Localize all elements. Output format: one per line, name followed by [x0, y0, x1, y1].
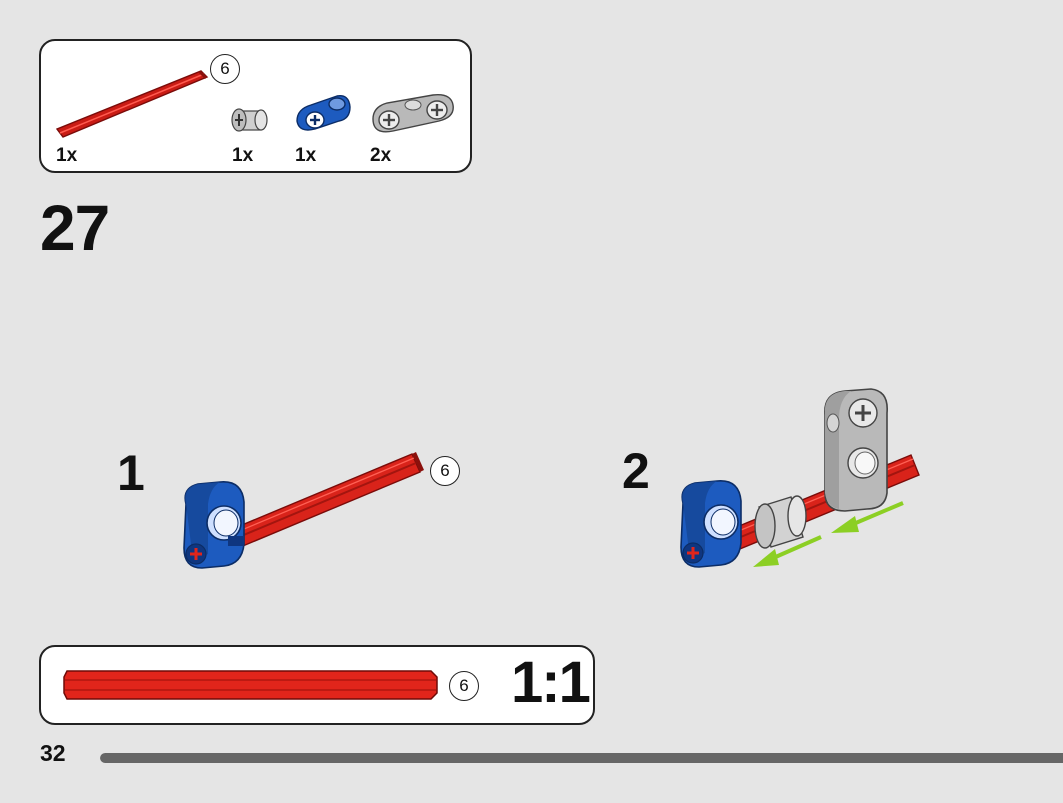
gray-double-connector-quantity: 2x	[370, 145, 392, 166]
bush-part-icon	[231, 108, 268, 132]
progress-bar	[100, 753, 1063, 763]
step-number: 27	[40, 192, 110, 264]
scale-check-panel: 6 1:1	[39, 645, 595, 725]
progress-fill	[100, 753, 1063, 763]
scale-length-badge: 6	[449, 671, 479, 701]
substep-1-illustration	[183, 452, 424, 569]
blue-connector-part-icon	[296, 95, 351, 131]
substep-2-illustration	[680, 388, 920, 568]
scale-ratio: 1:1	[511, 650, 591, 715]
page-number: 32	[40, 740, 66, 766]
blue-connector-quantity: 1x	[295, 145, 317, 166]
substep-2-label: 2	[622, 443, 650, 499]
slide-arrow-bush-icon	[753, 535, 822, 567]
parts-list-panel: 6 1x 1x 1x 2x	[39, 39, 472, 173]
scale-axle-icon	[63, 670, 438, 700]
slide-arrow-connector-icon	[831, 501, 904, 533]
bush-quantity: 1x	[232, 145, 254, 166]
gray-double-connector-part-icon	[372, 94, 454, 133]
substep-1-label: 1	[117, 445, 145, 501]
substep-1-length-badge: 6	[430, 456, 460, 486]
axle-length-badge: 6	[210, 54, 240, 84]
axle-quantity: 1x	[56, 145, 78, 166]
axle-part-icon	[55, 70, 209, 138]
